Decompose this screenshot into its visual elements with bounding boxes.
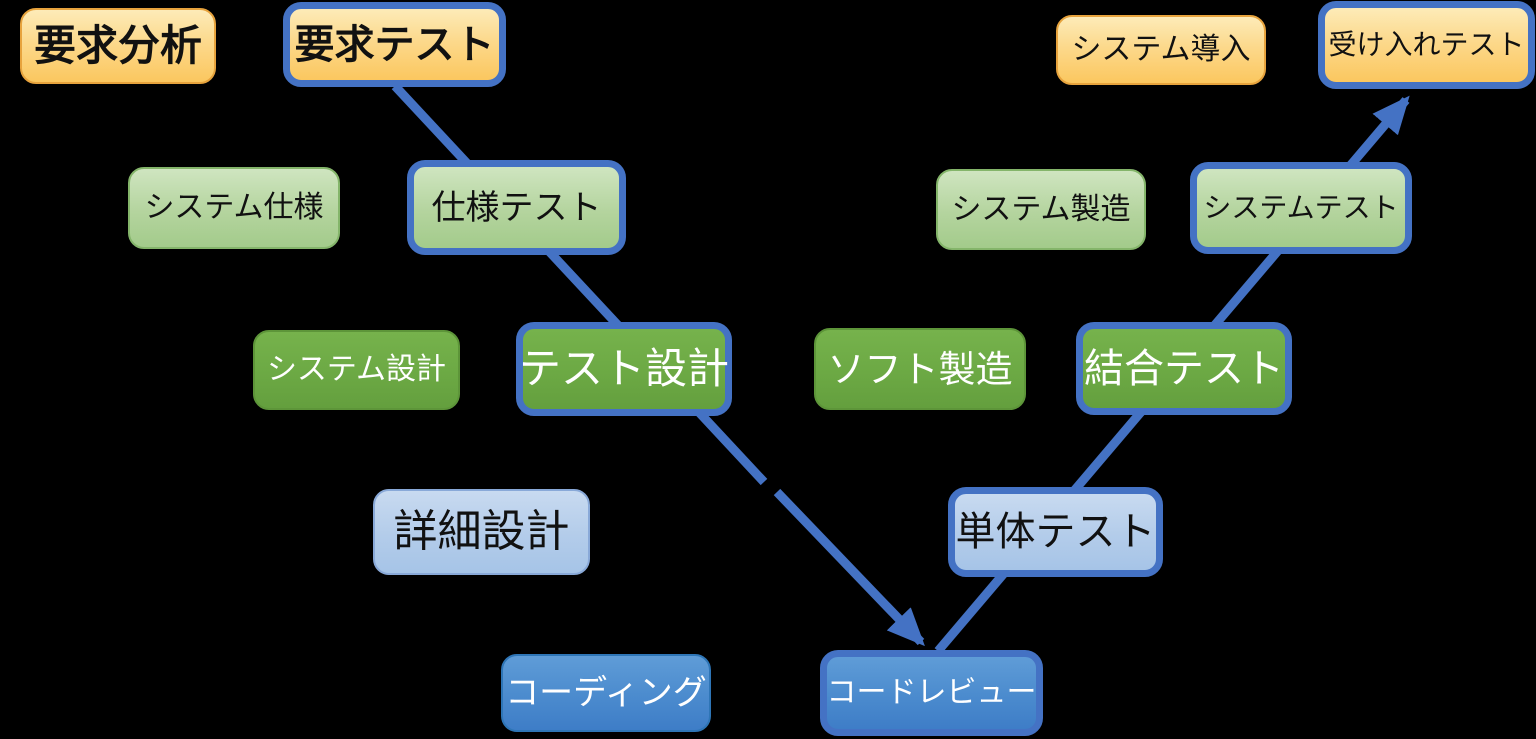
node-requirements-test: 要求テスト bbox=[283, 2, 506, 87]
node-acceptance-test: 受け入れテスト bbox=[1318, 1, 1535, 89]
node-unit-test: 単体テスト bbox=[948, 487, 1163, 577]
node-system-test: システムテスト bbox=[1190, 162, 1412, 254]
node-code-review: コードレビュー bbox=[820, 650, 1043, 736]
node-software-manufacturing: ソフト製造 bbox=[814, 328, 1026, 410]
node-coding: コーディング bbox=[501, 654, 711, 732]
descending-arrow-lower-segment bbox=[773, 488, 925, 647]
node-system-specification: システム仕様 bbox=[128, 167, 340, 249]
node-system-manufacturing: システム製造 bbox=[936, 169, 1146, 250]
node-detailed-design: 詳細設計 bbox=[373, 489, 590, 575]
node-system-design: システム設計 bbox=[253, 330, 460, 410]
node-requirements-analysis: 要求分析 bbox=[20, 8, 216, 84]
node-integration-test: 結合テスト bbox=[1076, 322, 1292, 415]
node-test-design: テスト設計 bbox=[516, 322, 732, 416]
node-specification-test: 仕様テスト bbox=[407, 160, 626, 255]
descending-arrow-upper-segment bbox=[391, 82, 768, 486]
node-system-deployment: システム導入 bbox=[1056, 15, 1266, 85]
